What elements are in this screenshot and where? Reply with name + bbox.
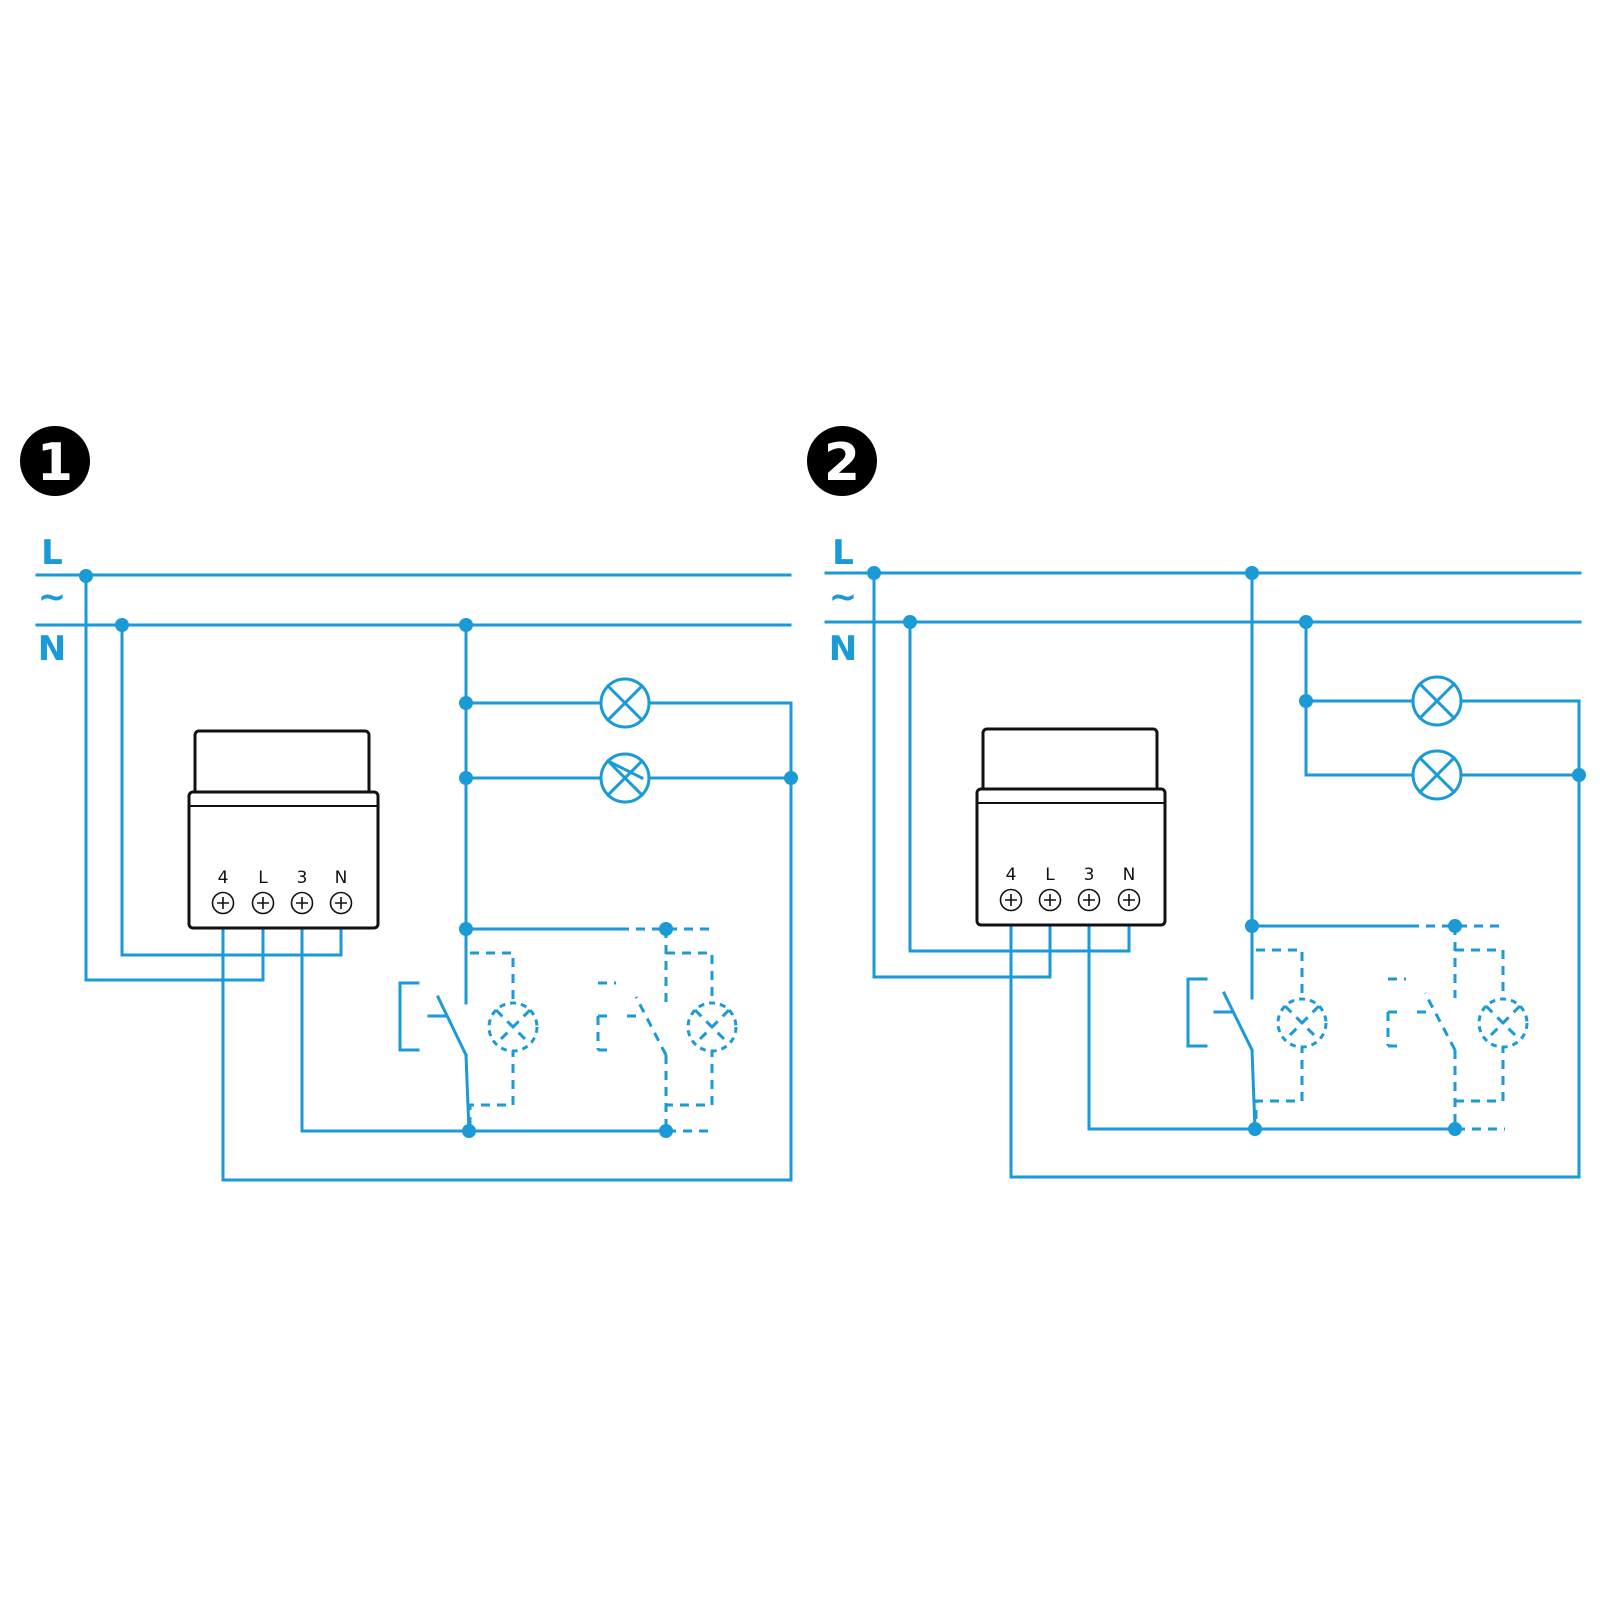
terminal-label-n: N <box>1123 865 1136 885</box>
ac-rail-label: ~ <box>38 577 67 617</box>
optional-lamp-icon <box>487 1001 539 1053</box>
screw-icon <box>999 888 1023 912</box>
diagram-2: 2 L ~ N <box>807 426 1586 1179</box>
terminal-label-3: 3 <box>297 868 308 888</box>
relay-module-body <box>975 787 1167 927</box>
relay-module-body <box>187 790 380 930</box>
terminal-label-4: 4 <box>1006 865 1017 885</box>
badge-circle <box>807 426 877 496</box>
relay-module-1: 4 L 3 N <box>187 729 380 930</box>
lamps-1 <box>487 677 738 1053</box>
junction-dots-2 <box>867 566 1586 1136</box>
lamp-icon <box>599 677 651 729</box>
screw-icon <box>211 891 235 915</box>
lamps-2 <box>1276 675 1529 1049</box>
wires-1 <box>84 573 793 1182</box>
live-rail-label: L <box>832 533 854 573</box>
lamp-icon <box>1411 749 1463 801</box>
badge-number: 2 <box>824 433 860 493</box>
live-rail-label: L <box>41 533 63 573</box>
screw-icon <box>1038 888 1062 912</box>
screw-icon <box>290 891 314 915</box>
neutral-rail-label: N <box>829 629 857 669</box>
badge-number: 1 <box>37 433 73 493</box>
dashed-wires-1 <box>468 927 714 1133</box>
terminal-label-l: L <box>1045 865 1055 885</box>
terminal-label-3: 3 <box>1084 865 1095 885</box>
badge-1: 1 <box>20 426 90 496</box>
screw-icon <box>251 891 275 915</box>
optional-lamp-icon <box>1276 997 1328 1049</box>
terminal-label-l: L <box>258 868 268 888</box>
ac-rail-label: ~ <box>829 577 858 617</box>
lamp-icon <box>599 752 651 804</box>
junction-dots-1 <box>79 569 798 1138</box>
lamp-icon <box>1411 675 1463 727</box>
relay-module-2: 4 L 3 N <box>975 727 1167 927</box>
relay-module-top <box>981 727 1159 796</box>
screw-icon <box>329 891 353 915</box>
neutral-rail-label: N <box>38 629 66 669</box>
terminal-label-n: N <box>335 868 348 888</box>
optional-lamp-icon <box>686 1001 738 1053</box>
badge-2: 2 <box>807 426 877 496</box>
relay-module-top <box>193 729 371 799</box>
optional-lamp-icon <box>1477 997 1529 1049</box>
badge-circle <box>20 426 90 496</box>
terminal-label-4: 4 <box>218 868 229 888</box>
screw-icon <box>1077 888 1101 912</box>
screw-icon <box>1117 888 1141 912</box>
dashed-wires-2 <box>1254 924 1505 1131</box>
diagram-1: 1 L ~ N <box>20 426 798 1182</box>
